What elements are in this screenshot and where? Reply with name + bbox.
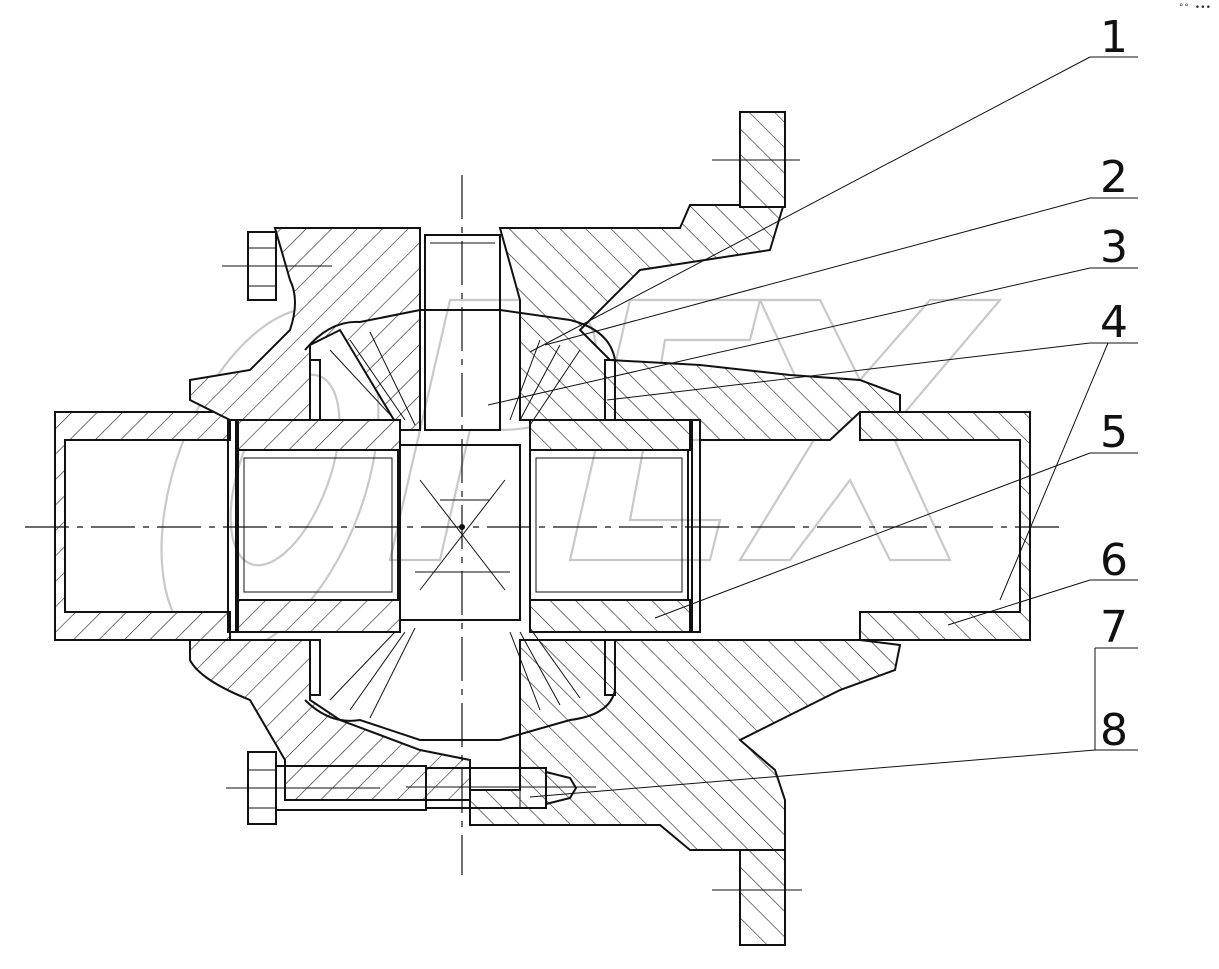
part-label-1: 1 <box>1100 12 1128 63</box>
left-axle-tube <box>54 411 231 641</box>
part-label-6: 6 <box>1100 535 1128 586</box>
part-label-4: 4 <box>1100 297 1128 348</box>
part-label-5: 5 <box>1100 407 1128 458</box>
pinion-gear-upper <box>304 309 616 426</box>
side-gear-left <box>237 419 401 633</box>
side-gear-right <box>529 419 691 633</box>
case-left-half <box>189 227 471 801</box>
centre-lines <box>25 159 1065 891</box>
part-label-3: 3 <box>1100 222 1128 273</box>
thrust-washers <box>227 359 701 696</box>
part-label-7: 7 <box>1100 602 1128 653</box>
part-label-8: 8 <box>1100 705 1128 756</box>
right-axle-tube <box>859 411 1031 641</box>
case-right-half <box>469 111 902 946</box>
corner-mark: °° ••• <box>1178 3 1211 13</box>
leader-lines <box>487 56 1138 798</box>
part-labels: 1 2 3 4 5 6 7 8 <box>1100 12 1128 756</box>
pinion-gear-lower <box>304 627 616 741</box>
part-label-2: 2 <box>1100 152 1128 203</box>
